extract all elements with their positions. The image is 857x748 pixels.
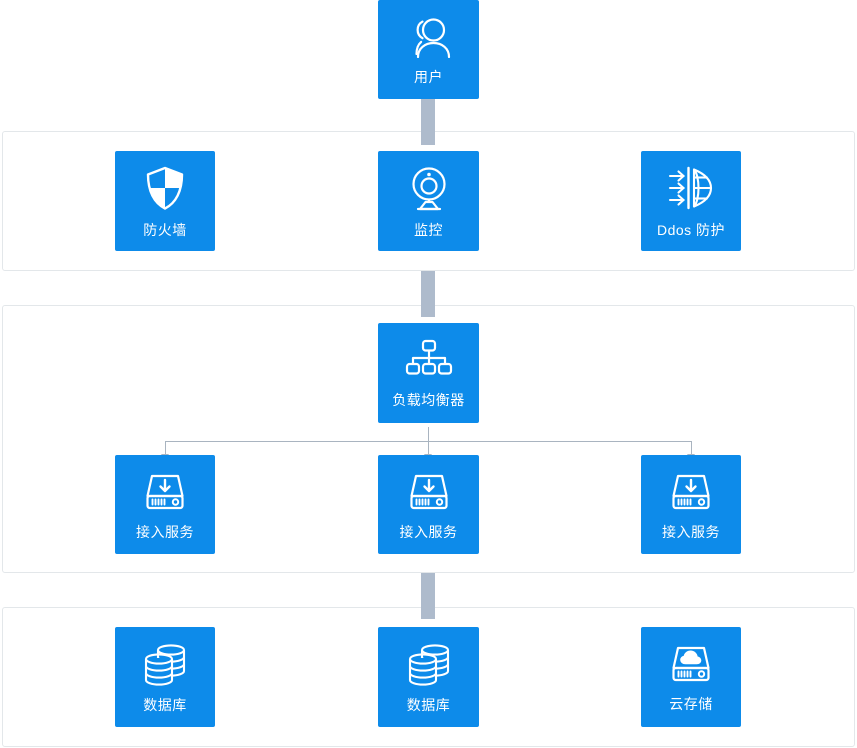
node-database-1-label: 数据库 (143, 697, 187, 713)
node-firewall-label: 防火墙 (143, 222, 187, 238)
node-access-service-1-label: 接入服务 (136, 523, 194, 540)
connector-lb-to-access-3 (691, 441, 692, 455)
node-access-service-3[interactable]: 接入服务 (641, 455, 741, 554)
node-ddos-protection[interactable]: Ddos 防护 (641, 151, 741, 251)
connector-security-to-compute (421, 271, 435, 317)
server-download-icon (667, 471, 715, 513)
node-ddos-label: Ddos 防护 (656, 222, 726, 238)
node-database-2-label: 数据库 (406, 697, 451, 713)
node-monitor-label: 监控 (414, 222, 443, 238)
connector-compute-to-storage (421, 573, 435, 619)
load-balancer-icon (405, 339, 453, 381)
node-access-service-1[interactable]: 接入服务 (115, 455, 215, 554)
node-user-label: 用户 (414, 68, 443, 85)
connector-lb-to-access-1 (165, 441, 166, 455)
database-stack-icon (405, 642, 453, 686)
shield-icon (144, 165, 186, 211)
node-database-1[interactable]: 数据库 (115, 627, 215, 727)
node-access-service-2[interactable]: 接入服务 (378, 455, 479, 554)
node-load-balancer[interactable]: 负载均衡器 (378, 323, 479, 423)
server-download-icon (405, 471, 453, 513)
connector-lb-stem (428, 427, 429, 441)
server-download-icon (141, 471, 189, 513)
node-monitor[interactable]: 监控 (378, 151, 479, 251)
node-firewall[interactable]: 防火墙 (115, 151, 215, 251)
node-cloud-storage-label: 云存储 (669, 696, 713, 712)
node-access-service-3-label: 接入服务 (662, 523, 720, 540)
users-icon (406, 16, 452, 58)
database-stack-icon (141, 642, 189, 686)
node-load-balancer-label: 负载均衡器 (392, 392, 465, 408)
node-user[interactable]: 用户 (378, 0, 479, 99)
ddos-shield-globe-icon (667, 165, 715, 211)
node-database-2[interactable]: 数据库 (378, 627, 479, 727)
connector-lb-to-access-2 (428, 441, 429, 455)
node-cloud-storage[interactable]: 云存储 (641, 627, 741, 727)
server-cloud-icon (667, 643, 715, 685)
webcam-icon (407, 165, 451, 211)
node-access-service-2-label: 接入服务 (399, 523, 458, 540)
connector-user-to-security (421, 99, 435, 145)
